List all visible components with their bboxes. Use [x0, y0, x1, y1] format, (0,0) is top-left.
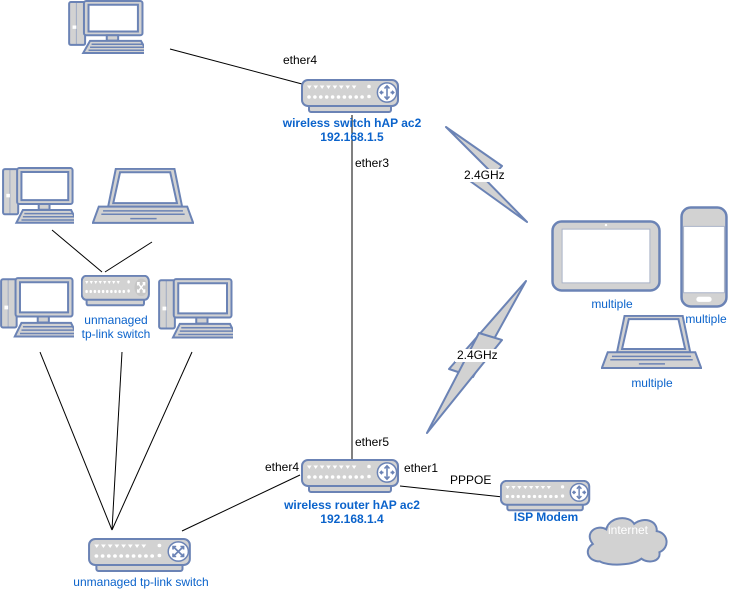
node-label-phone: multiple — [685, 312, 727, 326]
node-label-tablet: multiple — [591, 297, 633, 311]
node-label-top-switch: wireless switch hAP ac2 192.168.1.5 — [272, 116, 432, 144]
link-desktop-c-to-switch2 — [111, 351, 193, 531]
node-label-router: wireless router hAP ac2 192.168.1.4 — [272, 498, 432, 526]
node-label-isp-modem: ISP Modem — [513, 510, 579, 524]
wifi-label-top: 2.4GHz — [462, 168, 507, 182]
port-label-ether1: ether1 — [404, 461, 439, 475]
link-pc-top-to-switch — [169, 48, 303, 85]
port-label-ether4-router: ether4 — [264, 460, 299, 474]
router-name: wireless router hAP ac2 — [284, 498, 420, 512]
desktop-pc-icon[interactable] — [68, 0, 144, 57]
node-label-switch1: unmanaged tp-link switch — [76, 313, 156, 341]
switch-strip-icon[interactable] — [301, 459, 401, 495]
desktop-pc-icon[interactable] — [158, 278, 233, 342]
node-label-laptop-right: multiple — [631, 376, 673, 390]
link-switch1-to-switch2 — [111, 351, 123, 531]
desktop-pc-icon[interactable] — [2, 167, 74, 227]
port-label-ether4-top: ether4 — [283, 53, 318, 67]
link-desktop-b-to-switch2 — [39, 351, 113, 531]
cloud-icon[interactable] — [582, 511, 672, 566]
link-desktop-a-to-switch1 — [51, 229, 103, 273]
link-label-pppoe: PPPOE — [450, 473, 492, 487]
switch-strip-icon[interactable] — [500, 480, 592, 513]
switch1-label-line2: tp-link switch — [81, 327, 151, 341]
port-label-ether3: ether3 — [355, 156, 390, 170]
top-switch-ip: 192.168.1.5 — [320, 130, 384, 144]
link-router-ether1-to-modem — [399, 485, 504, 498]
switch-strip-icon[interactable] — [88, 538, 193, 574]
port-label-ether5: ether5 — [355, 435, 390, 449]
tablet-icon[interactable] — [551, 220, 661, 292]
router-ip: 192.168.1.4 — [320, 512, 384, 526]
top-switch-name: wireless switch hAP ac2 — [282, 116, 422, 130]
node-label-internet: internet — [607, 523, 649, 537]
node-label-switch2: unmanaged tp-link switch — [73, 575, 209, 589]
desktop-pc-icon[interactable] — [0, 277, 74, 341]
laptop-icon[interactable] — [92, 168, 194, 228]
smartphone-icon[interactable] — [680, 206, 728, 308]
switch-strip-icon[interactable] — [81, 275, 151, 308]
switch-strip-icon[interactable] — [301, 79, 401, 115]
wifi-label-bottom: 2.4GHz — [455, 348, 500, 362]
link-laptop-a-to-switch1 — [104, 241, 153, 273]
switch1-label-line1: unmanaged — [84, 313, 148, 327]
link-switch2-to-router-ether4 — [181, 474, 301, 532]
